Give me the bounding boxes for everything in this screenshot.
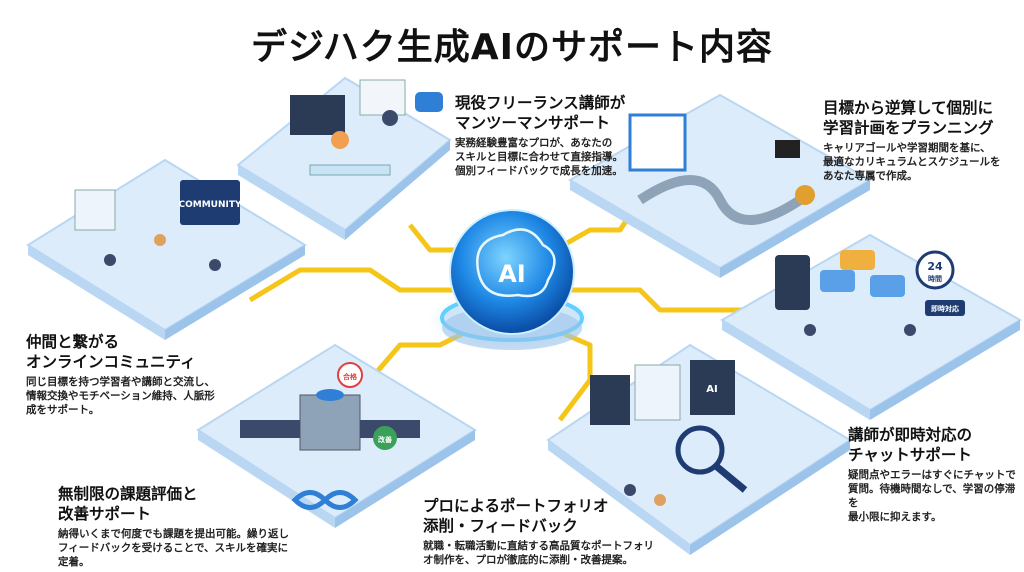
feature-body-line: 成をサポート。	[26, 404, 100, 416]
feature-body-line: 最適なカリキュラムとスケジュールを	[823, 156, 1001, 168]
platform-mentor	[236, 76, 452, 240]
feature-body-line: 納得いくまで何度でも課題を提出可能。繰り返し	[58, 528, 289, 540]
feature-chat: 講師が即時対応のチャットサポート 疑問点やエラーはすぐにチャットで質問。待機時間…	[848, 425, 1024, 524]
feature-title-line1: プロによるポートフォリオ	[423, 497, 609, 515]
platform-portfolio: AI	[546, 343, 852, 555]
feature-body-line: 定着。	[58, 556, 90, 568]
feature-body-line: オ制作を、プロが徹底的に添削・改善提案。	[423, 554, 633, 566]
feature-planning: 目標から逆算して個別に学習計画をプランニング キャリアゴールや学習期間を基に、最…	[823, 98, 1000, 183]
platform-chat: 24 時間 即時対応	[720, 233, 1022, 420]
feature-body-line: スキルと目標に合わせて直接指導。	[455, 151, 623, 163]
feature-portfolio: プロによるポートフォリオ添削・フィードバック 就職・転職活動に直結する高品質なポ…	[423, 496, 654, 567]
feature-body-line: 就職・転職活動に直結する高品質なポートフォリ	[423, 540, 654, 552]
platform-assignment: 合格 改善	[196, 343, 477, 528]
feature-title-line2: 添削・フィードバック	[423, 517, 578, 535]
community-screen-label: COMMUNITY	[178, 200, 241, 210]
page-title: デジハク生成AIのサポート内容	[250, 27, 774, 68]
feature-title-line1: 無制限の課題評価と	[58, 485, 198, 503]
instant-label: 即時対応	[931, 304, 959, 313]
ai-screen-label: AI	[706, 384, 717, 395]
ai-core-label: AI	[498, 260, 526, 288]
feature-body-line: 同じ目標を持つ学習者や講師と交流し、	[26, 376, 215, 388]
feature-title-line1: 講師が即時対応の	[848, 426, 973, 444]
feature-community: 仲間と繋がるオンラインコミュニティ 同じ目標を持つ学習者や講師と交流し、情報交換…	[26, 332, 215, 417]
feature-body-line: 質問。待機時間なしで、学習の停滞を	[848, 483, 1016, 509]
24h-unit: 時間	[928, 274, 942, 283]
feature-body-line: 個別フィードバックで成長を加速。	[455, 165, 623, 177]
improve-badge: 改善	[378, 435, 392, 444]
platform-planning	[567, 93, 873, 278]
feature-title-line1: 目標から逆算して個別に	[823, 99, 994, 117]
feature-body-line: キャリアゴールや学習期間を基に、	[823, 142, 991, 154]
feature-body-line: 情報交換やモチベーション維持、人脈形	[26, 390, 215, 402]
feature-body-line: フィードバックを受けることで、スキルを確実に	[58, 542, 289, 554]
feature-body-line: 実務経験豊富なプロが、あなたの	[455, 137, 613, 149]
feature-title-line1: 現役フリーランス講師が	[455, 94, 626, 112]
feature-body-line: あなた専属で作成。	[823, 170, 918, 182]
feature-title-line2: 学習計画をプランニング	[823, 119, 994, 137]
ai-core: AI	[427, 209, 597, 350]
feature-assignment: 無制限の課題評価と改善サポート 納得いくまで何度でも課題を提出可能。繰り返しフィ…	[58, 484, 289, 569]
24h-number: 24	[927, 260, 943, 273]
feature-title-line2: マンツーマンサポート	[455, 114, 611, 132]
feature-mentor: 現役フリーランス講師がマンツーマンサポート 実務経験豊富なプロが、あなたのスキル…	[455, 93, 625, 178]
pass-badge: 合格	[342, 372, 358, 381]
feature-title-line2: オンラインコミュニティ	[26, 353, 196, 371]
feature-title-line2: チャットサポート	[848, 446, 972, 464]
feature-body-line: 疑問点やエラーはすぐにチャットで	[848, 469, 1016, 481]
feature-body-line: 最小限に抑えます。	[848, 511, 942, 523]
feature-title-line2: 改善サポート	[58, 505, 152, 523]
feature-title-line1: 仲間と繋がる	[26, 333, 120, 351]
platform-community: COMMUNITY	[26, 158, 307, 340]
